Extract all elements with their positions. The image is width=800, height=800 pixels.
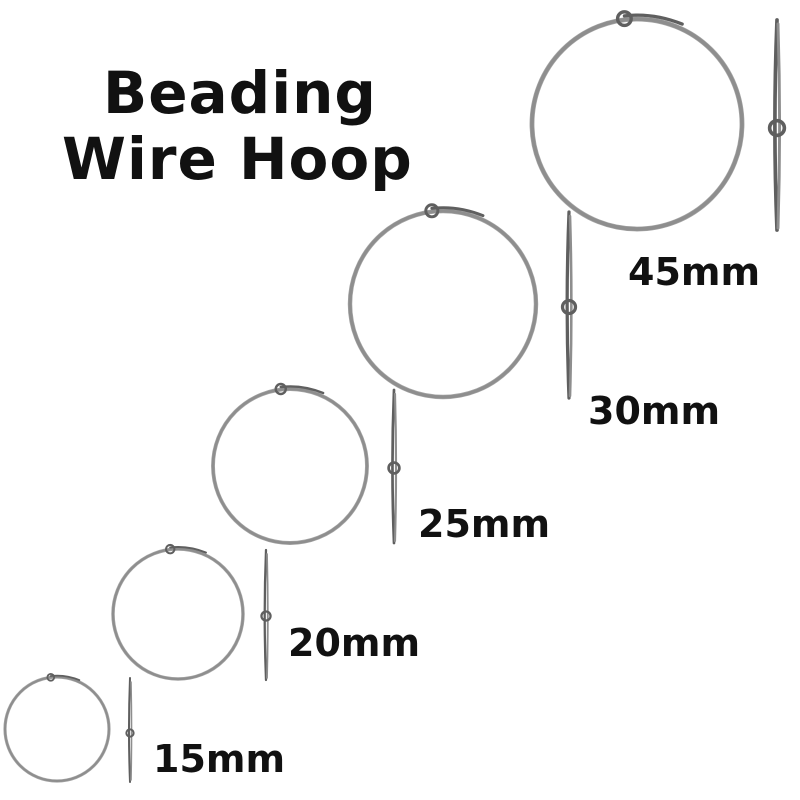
title-line-2: Wire Hoop	[62, 125, 413, 193]
size-label-20mm: 20mm	[288, 621, 421, 665]
wire-hoop-side-icon-15	[125, 677, 135, 783]
size-label-15mm: 15mm	[153, 737, 286, 781]
wire-hoop-front-icon-45	[529, 10, 745, 232]
wire-hoop-side-icon-25	[387, 388, 401, 545]
wire-hoop-front-icon-25	[211, 382, 369, 545]
title-line-1: Beading	[103, 59, 377, 127]
wire-hoop-side-icon-30	[560, 210, 578, 400]
wire-hoop-front-icon-20	[111, 543, 245, 681]
wire-hoop-side-icon-45	[767, 18, 787, 232]
size-label-25mm: 25mm	[418, 502, 551, 546]
wire-hoop-side-icon-20	[260, 548, 272, 682]
size-label-45mm: 45mm	[628, 250, 761, 294]
wire-hoop-front-icon-15	[3, 673, 111, 783]
size-label-30mm: 30mm	[588, 389, 721, 433]
wire-hoop-front-icon-30	[347, 203, 539, 400]
